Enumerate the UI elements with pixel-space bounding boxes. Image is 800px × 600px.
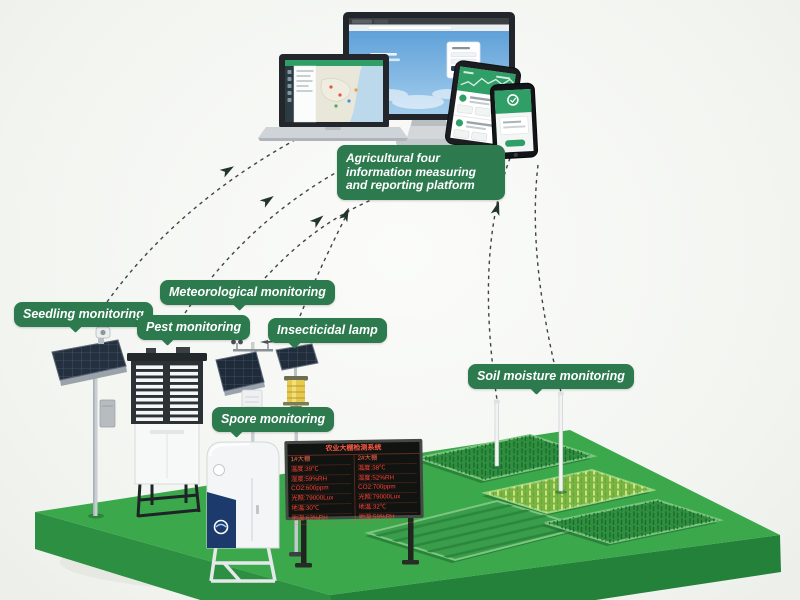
crop-plot: [542, 498, 724, 546]
label-meteorological-monitoring: Meteorological monitoring: [160, 280, 335, 305]
crop-plot: [364, 499, 589, 563]
label-soil-moisture-monitoring: Soil moisture monitoring: [468, 364, 634, 389]
list-row: [453, 119, 493, 142]
led-column-greenhouse-2: 2#大棚 温度:38℃ 湿度:52%RH CO2:700ppm 光照:79000…: [353, 453, 421, 524]
solar-panel: [215, 351, 265, 396]
flow-curve-soil-2: [534, 164, 562, 393]
louver-tower: [127, 347, 207, 424]
flow-arrowheads: [219, 166, 500, 228]
seedling-monitoring-station: [51, 326, 127, 519]
platform-label-line: information measuring: [346, 164, 477, 179]
crop-plot: [481, 468, 657, 516]
phone-illustration: [489, 82, 539, 160]
spore-monitoring-station: [206, 441, 280, 583]
platform-label-line: Agricultural four: [346, 151, 441, 165]
soil-probe: [493, 399, 500, 467]
led-display-board: 农业大棚检测系统 1#大棚 温度:39℃ 湿度:59%RH CO2:600ppm…: [284, 438, 424, 525]
camera: [95, 326, 111, 344]
soil-probe: [557, 391, 564, 492]
label-seedling-monitoring: Seedling monitoring: [14, 302, 153, 327]
solar-panel: [275, 343, 319, 371]
map-view: [316, 66, 383, 122]
anemometer: [231, 339, 243, 349]
led-board-posts: [295, 513, 419, 568]
label-insecticidal-lamp: Insecticidal lamp: [268, 318, 387, 343]
label-spore-monitoring: Spore monitoring: [212, 407, 335, 432]
crop-plots: [364, 433, 724, 563]
tower-stand: [136, 482, 201, 518]
platform-label: Agricultural four information measuring …: [337, 145, 505, 200]
crop-plot: [414, 433, 598, 483]
led-reading: 地湿:59%RH: [358, 512, 418, 524]
solar-panel: [51, 339, 127, 386]
led-reading: 地湿:63%RH: [291, 513, 352, 525]
pest-monitoring-station: [127, 347, 207, 518]
flow-curve-insecticidal: [299, 209, 350, 317]
laptop-illustration: [258, 54, 408, 141]
soil-moisture-sensors: [491, 391, 567, 494]
label-pest-monitoring: Pest monitoring: [137, 315, 251, 340]
cabinet-stand: [209, 545, 277, 583]
platform-label-line: and reporting platform: [346, 178, 475, 192]
flow-curve-meteorological: [264, 196, 379, 279]
led-board-grid: 1#大棚 温度:39℃ 湿度:59%RH CO2:600ppm 光照:79000…: [288, 453, 421, 525]
led-column-greenhouse-1: 1#大棚 温度:39℃ 湿度:59%RH CO2:600ppm 光照:79000…: [288, 455, 355, 525]
